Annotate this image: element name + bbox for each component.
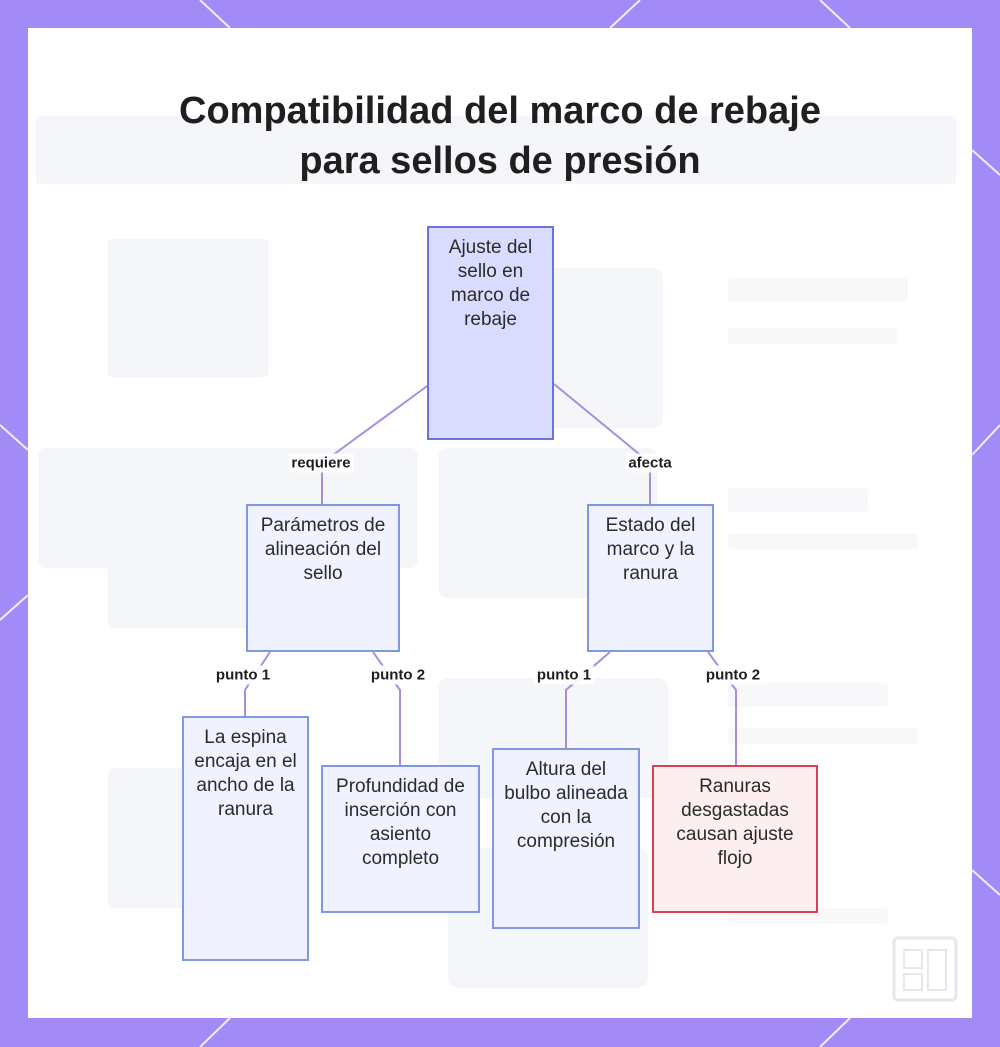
diagram-title: Compatibilidad del marco de rebaje para … xyxy=(28,86,972,186)
node-insertion-depth: Profundidad de inserción con asiento com… xyxy=(321,765,480,913)
edge-left-ll xyxy=(244,651,271,716)
edge-label-requiere: requiere xyxy=(288,453,354,473)
edge-label-right-punto-1: punto 1 xyxy=(533,665,595,685)
edge-label-left-punto-2: punto 2 xyxy=(367,665,429,685)
edge-root-left xyxy=(321,383,431,504)
title-line-2: para sellos de presión xyxy=(299,140,701,182)
diagram-card: Compatibilidad del marco de rebaje para … xyxy=(28,28,972,1018)
edge-label-afecta: afecta xyxy=(625,453,675,473)
edge-label-right-punto-2: punto 2 xyxy=(702,665,764,685)
node-seal-fit-root: Ajuste del sello en marco de rebaje xyxy=(427,226,554,440)
node-bulb-height: Altura del bulbo alineada con la compres… xyxy=(492,748,640,929)
edge-right-rl xyxy=(565,651,611,748)
node-spine-fits-groove: La espina encaja en el ancho de la ranur… xyxy=(182,716,309,961)
edge-left-lr xyxy=(372,651,401,765)
edge-label-left-punto-1: punto 1 xyxy=(212,665,274,685)
node-frame-groove-state: Estado del marco y la ranura xyxy=(587,504,714,652)
watermark-logo-icon xyxy=(892,936,958,1002)
node-worn-grooves-warning: Ranuras desgastadas causan ajuste flojo xyxy=(652,765,818,913)
title-line-1: Compatibilidad del marco de rebaje xyxy=(179,90,821,132)
edge-root-right xyxy=(553,383,651,504)
node-alignment-parameters: Parámetros de alineación del sello xyxy=(246,504,400,652)
edge-right-rr xyxy=(707,651,737,765)
